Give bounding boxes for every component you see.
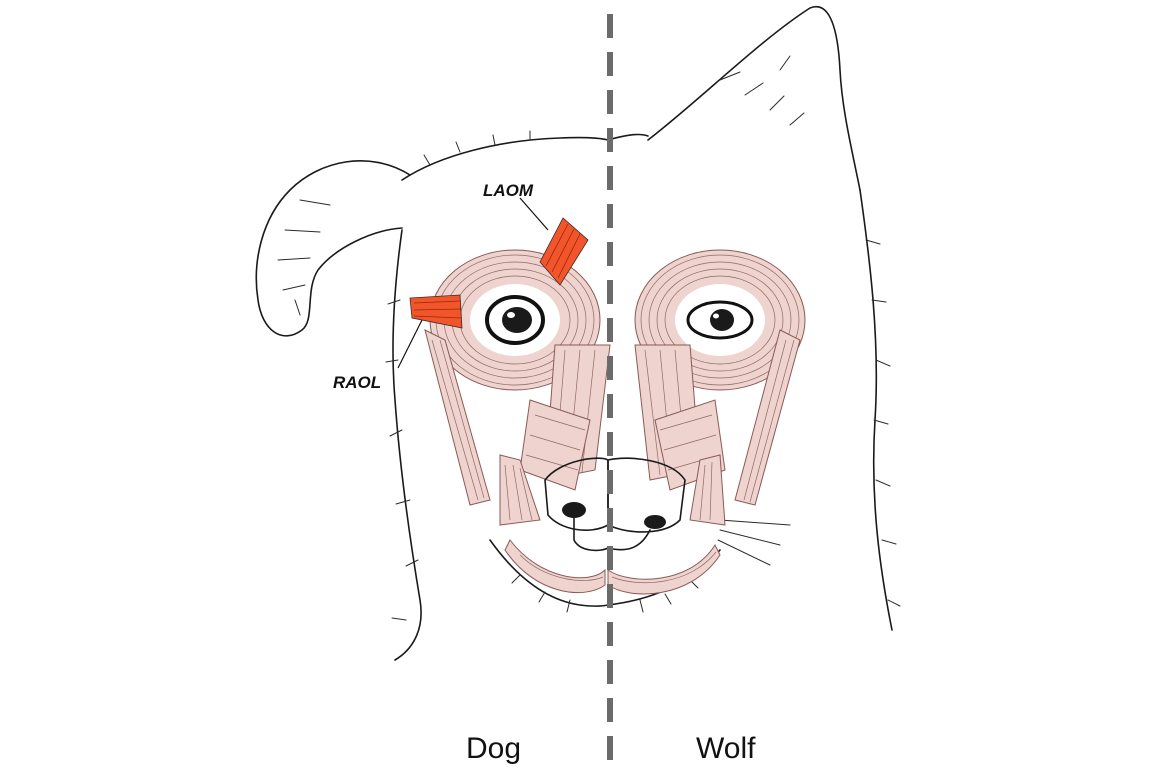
raol-leader-line <box>397 319 423 369</box>
dog-label: Dog <box>466 732 521 765</box>
wolf-label: Wolf <box>696 732 756 765</box>
laom-label: LAOM <box>483 181 534 200</box>
dog-eye <box>485 295 545 345</box>
wolf-eye <box>686 300 754 340</box>
dog-facial-muscles <box>424 249 611 594</box>
dog-head-outline <box>255 130 609 661</box>
raol-muscle <box>409 294 463 329</box>
raol-label: RAOL <box>333 373 381 392</box>
laom-leader-line <box>519 197 549 231</box>
laom-muscle <box>539 217 589 286</box>
wolf-facial-muscles <box>607 249 806 595</box>
